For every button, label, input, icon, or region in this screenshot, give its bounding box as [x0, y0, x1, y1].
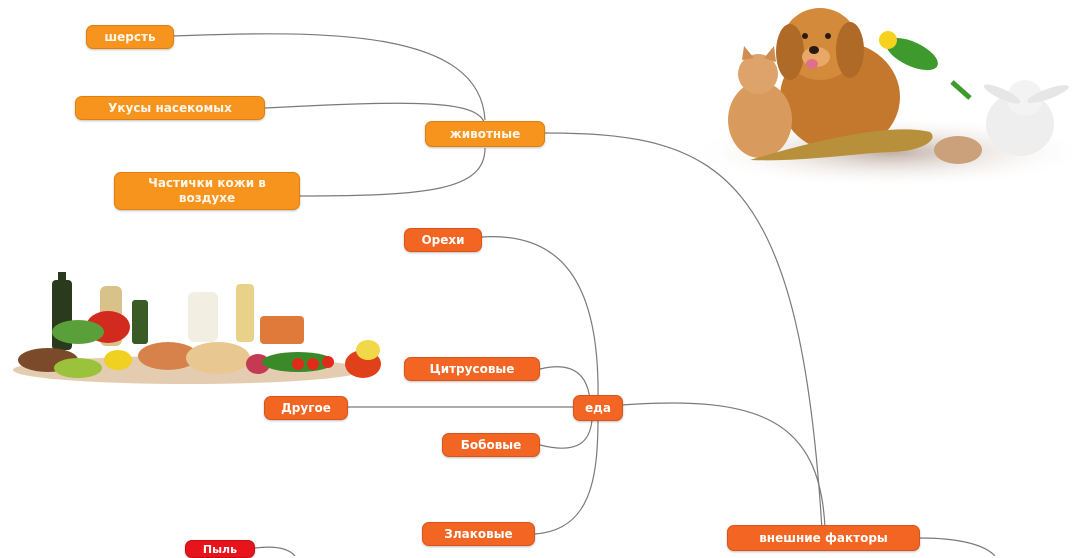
connector-nuts-food — [481, 236, 599, 401]
connector-wool-animals — [171, 33, 486, 121]
connector-external-right — [919, 537, 996, 556]
node-animals[interactable]: животные — [425, 121, 545, 147]
node-skin-particles[interactable]: Частички кожи в воздухе — [114, 172, 300, 210]
groceries-icon — [13, 272, 381, 384]
node-cereals[interactable]: Злаковые — [422, 522, 535, 546]
node-external-factors[interactable]: внешние факторы — [727, 525, 920, 551]
node-insect-bites[interactable]: Укусы насекомых — [75, 96, 265, 120]
connector-dust — [254, 546, 296, 556]
connector-bites-animals — [264, 102, 486, 126]
node-legumes[interactable]: Бобовые — [442, 433, 540, 457]
node-other[interactable]: Другое — [264, 396, 348, 420]
connector-animals-external — [544, 132, 823, 531]
node-food[interactable]: еда — [573, 395, 623, 421]
node-wool[interactable]: шерсть — [86, 25, 174, 49]
node-nuts[interactable]: Орехи — [404, 228, 482, 252]
node-dust[interactable]: Пыль — [185, 540, 255, 558]
connector-cereals-food — [534, 417, 599, 535]
pets-group-icon — [690, 8, 1088, 188]
connector-skin-animals — [299, 147, 486, 197]
node-citrus[interactable]: Цитрусовые — [404, 357, 540, 381]
connector-citrus-food — [539, 366, 591, 401]
connector-food-external — [621, 402, 826, 529]
connector-legumes-food — [539, 419, 593, 449]
